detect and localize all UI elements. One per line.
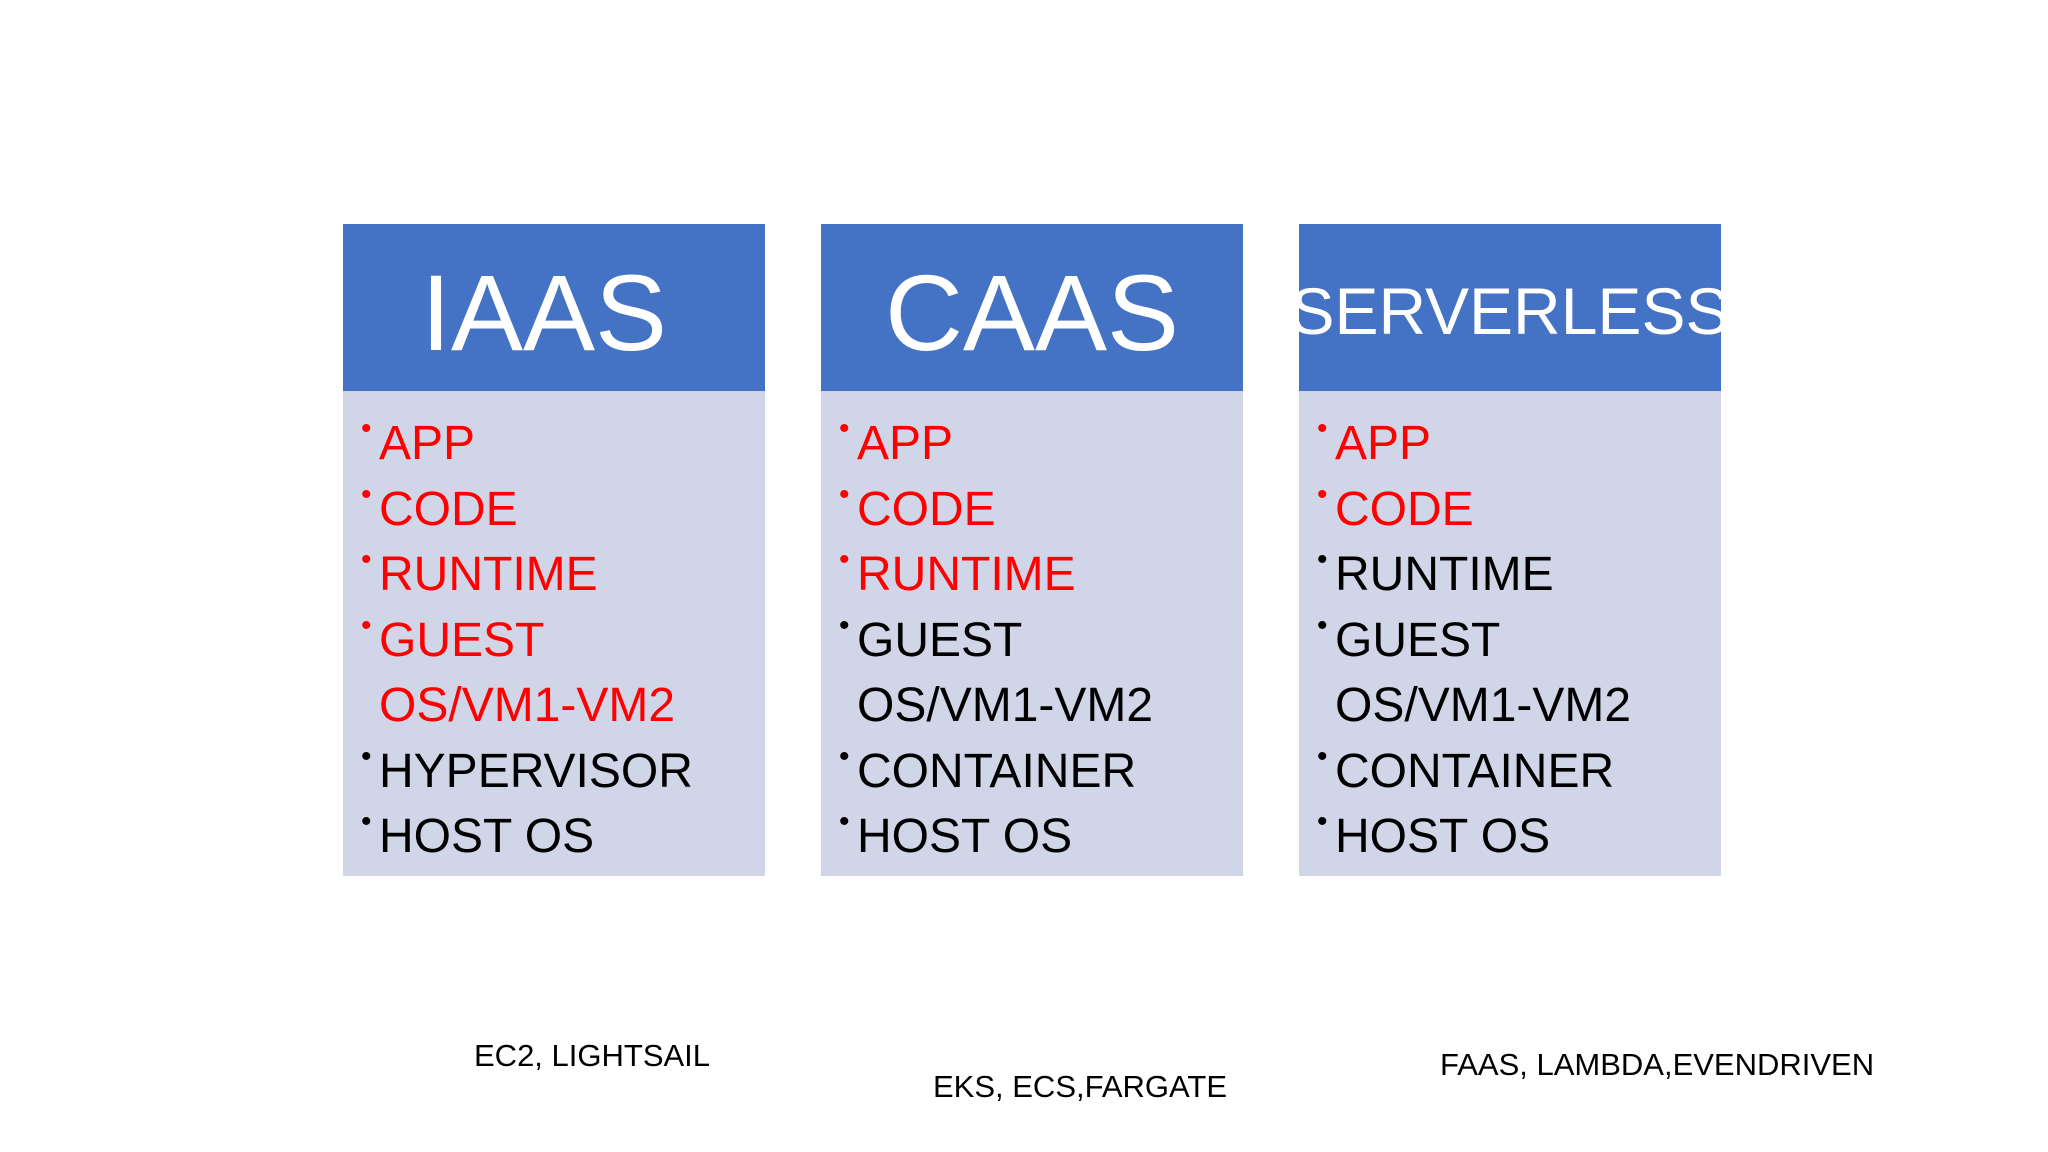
card-body: •APP •CODE •RUNTIME •GUEST OS/VM1-VM2 •C…: [1299, 391, 1721, 876]
bullet-icon: •: [361, 608, 372, 642]
bullet-icon: •: [1317, 739, 1328, 773]
card-title: IAAS: [420, 251, 668, 373]
list-item: •HYPERVISOR: [361, 739, 693, 798]
bullet-icon: •: [361, 412, 372, 445]
list-item: •CODE: [839, 477, 996, 536]
card-caas: CAAS •APP •CODE •RUNTIME •GUEST OS/VM1-V…: [821, 224, 1243, 876]
card-iaas: IAAS •APP •CODE •RUNTIME •GUEST OS/VM1-V…: [343, 224, 765, 876]
list-item: •APP: [839, 412, 954, 470]
bullet-icon: •: [361, 739, 372, 773]
card-body: •APP •CODE •RUNTIME •GUEST OS/VM1-VM2 •H…: [343, 391, 765, 876]
bullet-icon: •: [839, 608, 850, 642]
card-body: •APP •CODE •RUNTIME •GUEST OS/VM1-VM2 •C…: [821, 391, 1243, 876]
list-item: •RUNTIME: [361, 543, 598, 601]
list-item: •RUNTIME: [839, 543, 1076, 601]
list-item: •CONTAINER: [1317, 739, 1615, 798]
caption-serverless: FAAS, LAMBDA,EVENDRIVEN: [1440, 1047, 1875, 1082]
bullet-icon: •: [1317, 477, 1328, 511]
card-header: SERVERLESS: [1291, 224, 1730, 391]
list-item: •HOST OS: [1317, 805, 1551, 863]
list-item: •HOST OS: [361, 805, 595, 863]
caption-caas: EKS, ECS,FARGATE: [933, 1069, 1228, 1104]
bullet-icon: •: [1317, 805, 1328, 838]
list-item: •RUNTIME: [1317, 543, 1554, 601]
list-item: •APP: [1317, 412, 1432, 470]
bullet-icon: •: [361, 805, 372, 838]
list-item: •CODE: [361, 477, 518, 536]
bullet-icon: •: [839, 477, 850, 511]
bullet-icon: •: [361, 477, 372, 511]
card-title: CAAS: [884, 251, 1180, 373]
list-item: •GUEST OS/VM1-VM2: [361, 608, 676, 733]
bullet-icon: •: [839, 412, 850, 445]
list-item: •HOST OS: [839, 805, 1073, 863]
bullet-icon: •: [839, 739, 850, 773]
bullet-icon: •: [1317, 608, 1328, 642]
list-item: •GUEST OS/VM1-VM2: [839, 608, 1154, 733]
card-title: SERVERLESS: [1290, 273, 1730, 348]
bullet-icon: •: [1317, 412, 1328, 445]
list-item: •CODE: [1317, 477, 1474, 536]
card-serverless: SERVERLESS •APP •CODE •RUNTIME •GUEST OS…: [1291, 224, 1730, 876]
caption-iaas: EC2, LIGHTSAIL: [474, 1038, 711, 1073]
bullet-icon: •: [839, 543, 850, 576]
list-item: •CONTAINER: [839, 739, 1137, 798]
card-header: CAAS: [821, 224, 1243, 391]
bullet-icon: •: [361, 543, 372, 576]
bullet-icon: •: [839, 805, 850, 838]
list-item: •GUEST OS/VM1-VM2: [1317, 608, 1632, 733]
bullet-icon: •: [1317, 543, 1328, 576]
list-item: •APP: [361, 412, 476, 470]
card-header: IAAS: [343, 224, 765, 391]
